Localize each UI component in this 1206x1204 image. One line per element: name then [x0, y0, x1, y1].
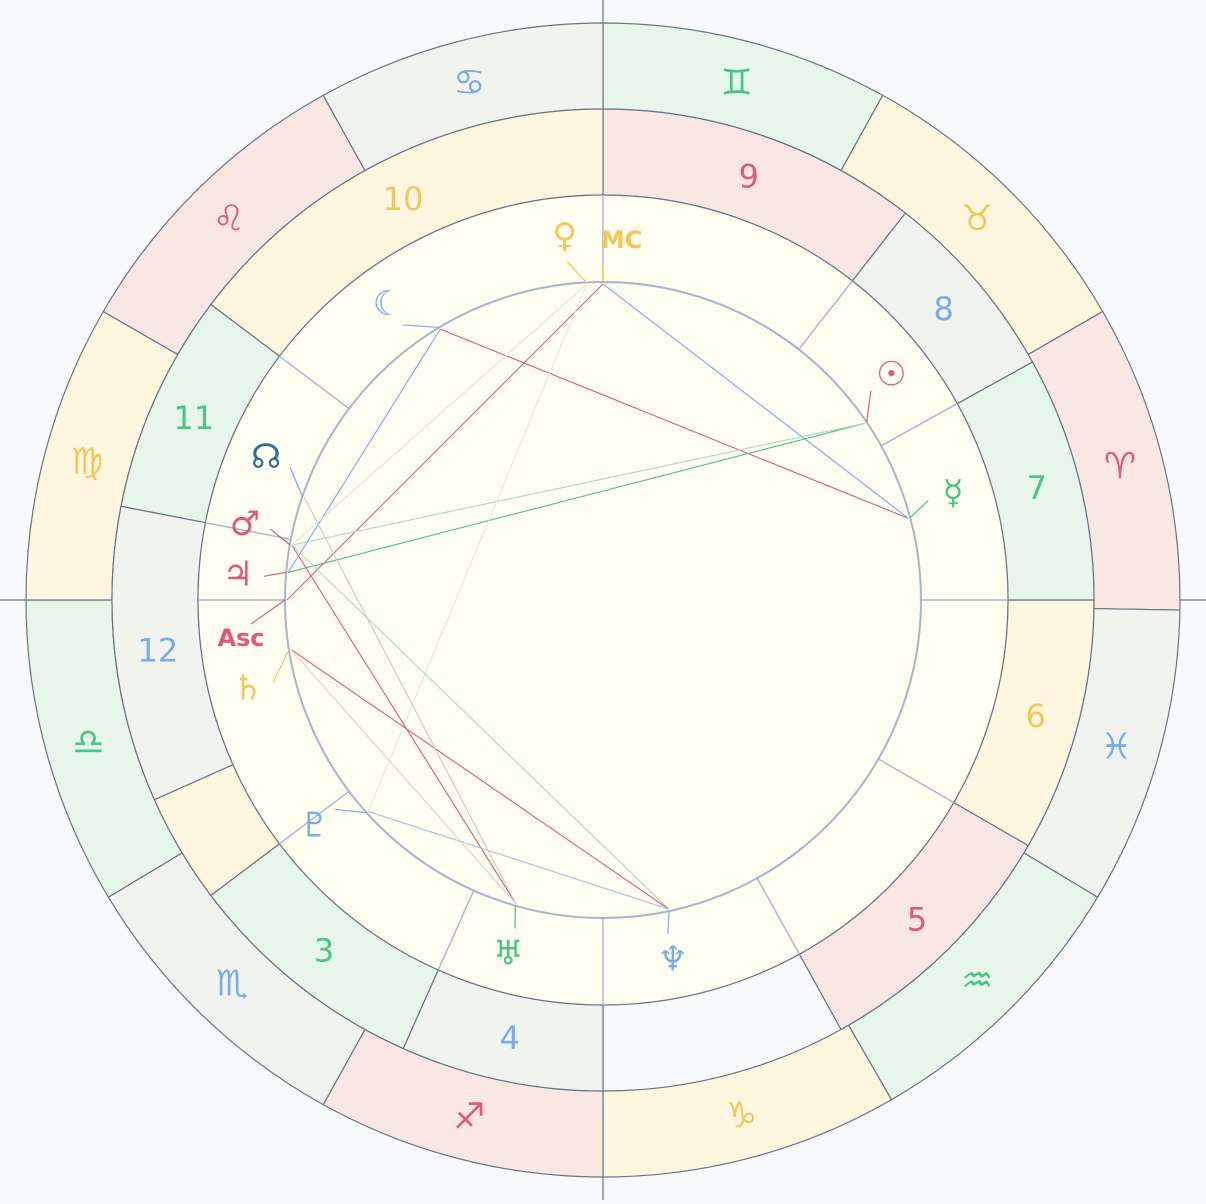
planet-glyph-node-icon: ☊	[251, 437, 281, 477]
house-number-8: 8	[933, 290, 953, 328]
house-number-10: 10	[383, 180, 424, 218]
house-number-5: 5	[907, 901, 927, 939]
planet-glyph-mercury-icon: ☿	[943, 473, 964, 513]
planet-glyph-moon-icon: ☾	[373, 284, 403, 324]
house-number-12: 12	[138, 632, 179, 670]
sign-glyph-taurus: ♉	[961, 199, 993, 240]
sign-glyph-scorpio: ♏	[216, 964, 248, 1005]
house-number-7: 7	[1027, 469, 1047, 507]
planet-glyph-pluto-icon: ♇	[299, 805, 329, 845]
planet-glyph-uranus-icon: ♅	[493, 934, 523, 974]
planet-glyph-mars-icon: ♂	[230, 504, 260, 544]
planet-glyph-venus-icon: ♀	[552, 216, 577, 256]
sign-glyph-pisces: ♓	[1100, 727, 1132, 768]
sign-glyph-libra: ♎	[72, 722, 104, 763]
planet-glyph-saturn-icon: ♄	[233, 669, 263, 709]
mc-label: MC	[601, 226, 643, 254]
sign-glyph-aquarius: ♒	[961, 960, 993, 1001]
center-disc	[198, 195, 1008, 1005]
house-number-6: 6	[1026, 697, 1046, 735]
house-number-9: 9	[739, 157, 759, 195]
house-number-4: 4	[500, 1019, 520, 1057]
sign-glyph-gemini: ♊	[721, 63, 753, 104]
asc-label: Asc	[217, 624, 264, 652]
sign-glyph-sagittarius: ♐	[453, 1096, 485, 1137]
sign-glyph-capricorn: ♑	[725, 1095, 757, 1136]
sign-glyph-leo: ♌	[213, 199, 245, 240]
planet-glyph-neptune-icon: ♆	[658, 939, 688, 979]
house-number-3: 3	[314, 932, 334, 970]
sign-glyph-aries: ♈	[1104, 446, 1136, 487]
sign-glyph-cancer: ♋	[453, 63, 485, 104]
planet-glyph-jupiter-icon: ♃	[223, 554, 253, 594]
planet-glyph-sun-icon: ☉	[876, 355, 906, 395]
sign-glyph-virgo: ♍	[71, 441, 103, 482]
house-number-11: 11	[173, 399, 214, 437]
